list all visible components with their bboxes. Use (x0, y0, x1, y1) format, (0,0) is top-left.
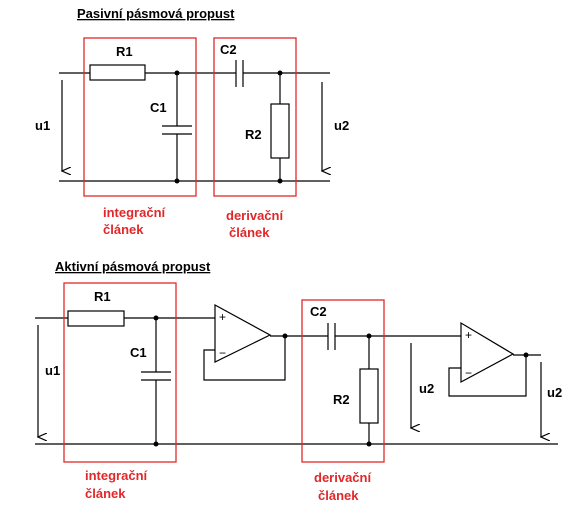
active-opamp2-plus: + (465, 328, 472, 342)
active-integrator-box (63, 282, 177, 463)
active-differentiator-box (301, 299, 385, 463)
passive-integrator-box (83, 37, 197, 197)
active-c2-label: C2 (310, 304, 327, 319)
active-opamp1-feedback (203, 336, 286, 381)
passive-differentiator-box (213, 37, 297, 197)
active-filter: Aktivní pásmová propust R1 C1 + − C2 R2 … (35, 259, 562, 503)
passive-resistor-r2 (270, 103, 290, 159)
active-u2-inner-label: u2 (419, 381, 434, 396)
passive-differentiator-label-line2: článek (229, 225, 270, 240)
active-resistor-r2 (359, 368, 379, 424)
active-integrator-label-line2: článek (85, 486, 126, 501)
active-node (366, 333, 372, 339)
active-r2-label: R2 (333, 392, 350, 407)
passive-r1-label: R1 (116, 44, 133, 59)
active-differentiator-label-line1: derivační (314, 470, 371, 485)
active-opamp2-feedback (448, 355, 527, 397)
passive-node (277, 178, 283, 184)
active-opamp-1 (214, 303, 272, 363)
active-title: Aktivní pásmová propust (55, 259, 211, 274)
passive-u1-label: u1 (35, 118, 50, 133)
passive-differentiator-label-line1: derivační (226, 208, 283, 223)
active-node (282, 333, 288, 339)
active-u1-label: u1 (45, 363, 60, 378)
active-integrator-label-line1: integrační (85, 468, 148, 483)
active-opamp1-plus: + (219, 310, 226, 324)
active-node (366, 441, 372, 447)
passive-c1-label: C1 (150, 100, 167, 115)
active-differentiator-label-line2: článek (318, 488, 359, 503)
active-opamp2-minus: − (465, 366, 472, 380)
passive-c2-label: C2 (220, 42, 237, 57)
passive-node (174, 178, 180, 184)
passive-node (174, 70, 180, 76)
passive-filter: Pasivní pásmová propust R1 C1 C2 R2 u1 (35, 6, 349, 240)
passive-u2-label: u2 (334, 118, 349, 133)
passive-integrator-label-line1: integrační (103, 205, 166, 220)
active-r1-label: R1 (94, 289, 111, 304)
active-opamp-2 (460, 321, 515, 384)
active-c1-label: C1 (130, 345, 147, 360)
passive-integrator-label-line2: článek (103, 222, 144, 237)
active-resistor-r1 (67, 310, 125, 327)
active-node (153, 441, 159, 447)
active-u2-outer-label: u2 (547, 385, 562, 400)
active-node (523, 352, 529, 358)
passive-resistor-r1 (89, 64, 146, 81)
active-node (153, 315, 159, 321)
active-opamp1-minus: − (219, 346, 226, 360)
passive-node (277, 70, 283, 76)
passive-title: Pasivní pásmová propust (77, 6, 235, 21)
passive-r2-label: R2 (245, 127, 262, 142)
